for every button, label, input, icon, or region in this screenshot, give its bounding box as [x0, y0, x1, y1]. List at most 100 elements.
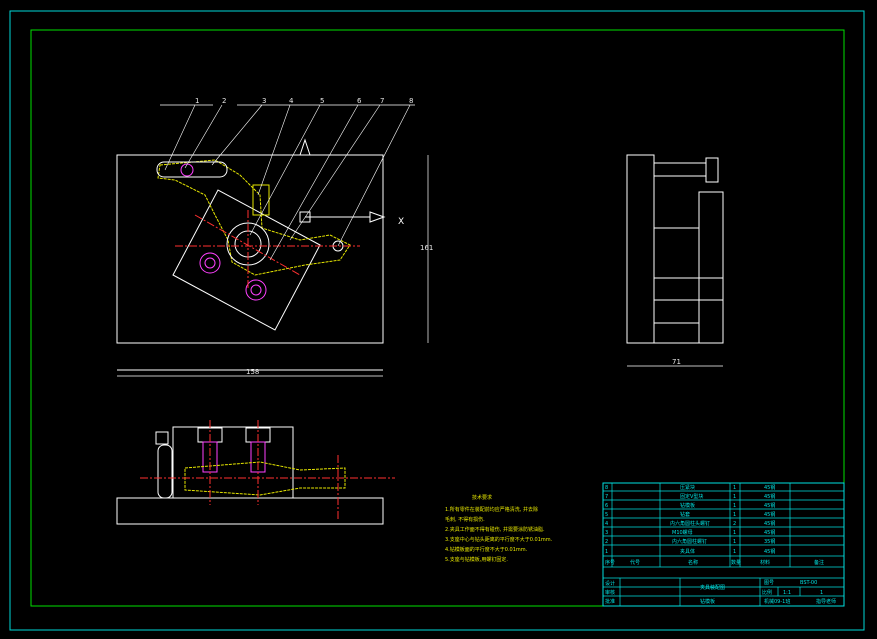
callout-3: 3 [262, 97, 266, 105]
side-plate [653, 227, 700, 324]
drill-plate [172, 189, 321, 331]
centerline-diag [194, 214, 301, 276]
callout-5: 5 [320, 97, 324, 105]
bom-mat-5: 45钢 [764, 511, 775, 518]
axis-x-label: X [398, 217, 404, 227]
tech-note-2: 2.夹具工作面不得有碰伤, 并需要涂防锈油脂. [445, 526, 545, 533]
tech-note-1b: 毛刺, 不得有损伤. [445, 516, 485, 523]
callout-8: 8 [409, 97, 413, 105]
side-body [626, 154, 655, 344]
callout-2: 2 [222, 97, 226, 105]
front-view [116, 420, 395, 525]
tech-note-5: 5.支座与钻模板,用螺钉固定. [445, 556, 508, 563]
bom-header-qty: 数量 [731, 559, 741, 566]
bom-mat-8: 45钢 [764, 484, 775, 491]
bom-name-6: 钻模板 [680, 502, 695, 509]
tech-note-3: 3.支座中心与钻头距离的平行度不大于0.01mm. [445, 536, 553, 543]
plan-view: X 158 161 [116, 138, 433, 377]
bom-no-7: 7 [605, 494, 608, 500]
axis-y-arrow [299, 138, 311, 156]
bom-qty-5: 1 [733, 512, 736, 518]
bom-mat-3: 45钢 [764, 529, 775, 536]
bom-header-remark: 备注 [814, 559, 824, 566]
inner-frame [30, 29, 845, 607]
bom-qty-7: 1 [733, 494, 736, 500]
bolt-hole-1 [199, 252, 221, 274]
bom-mat-6: 45钢 [764, 502, 775, 509]
side-view: 71 [626, 154, 724, 367]
tech-note-1: 1.所有零件在装配前均应严格清洗, 并去除 [445, 506, 538, 513]
tb-drawing-no: BST-00 [800, 580, 817, 586]
bom-name-2: 内六角圆柱螺钉 [672, 538, 707, 545]
plan-base-plate [116, 154, 384, 344]
dim-right-text: 161 [420, 244, 433, 252]
workpiece-outline [157, 159, 351, 276]
tech-notes-title: 技术要求 [472, 494, 492, 501]
callout-6: 6 [357, 97, 362, 105]
bom-name-4: 内六角圆柱头螺钉 [670, 520, 710, 527]
bom-no-3: 3 [605, 530, 608, 536]
callout-7: 7 [380, 97, 384, 105]
tb-bottom-left: 钻模板 [700, 598, 715, 605]
bom-name-5: 钻套 [680, 511, 690, 518]
tb-sheet-label: 比例 [762, 589, 772, 596]
tb-sheet-val: 1 [820, 590, 823, 596]
bom-name-3: M10螺母 [672, 529, 693, 536]
top-slot [156, 161, 228, 178]
bom-header-name: 名称 [688, 559, 698, 566]
bolt-hole-1-inner [204, 257, 216, 269]
bom-header-code: 代号 [630, 559, 640, 566]
tech-note-4: 4.钻模板面的平行度不大于0.01mm. [445, 546, 528, 553]
tb-title: 夹具装配图 [700, 584, 725, 591]
bom-name-8: 压紧块 [680, 484, 695, 491]
bom-no-2: 2 [605, 539, 608, 545]
side-block [698, 191, 724, 344]
bom-no-8: 8 [605, 485, 608, 491]
outer-frame [9, 10, 865, 631]
bom-qty-2: 1 [733, 539, 736, 545]
tb-check: 审核 [605, 589, 615, 596]
center-boss-outer [226, 222, 270, 266]
bom-name-1: 夹具体 [680, 548, 695, 555]
tb-ref: 图号 [764, 580, 774, 586]
tb-school: 机械09-1班 [764, 598, 790, 605]
bom-name-7: 固定V型块 [680, 493, 703, 500]
bom-mat-2: 35钢 [764, 538, 775, 545]
bom-mat-7: 45钢 [764, 493, 775, 500]
bom-qty-3: 1 [733, 530, 736, 536]
front-knob [155, 431, 169, 445]
bom-mat-4: 45钢 [764, 520, 775, 527]
bom-qty-8: 1 [733, 485, 736, 491]
bom-header-no: 序号 [605, 559, 615, 566]
bom-table: 8 压紧块 1 45钢 7 固定V型块 1 45钢 6 钻模板 1 45钢 5 … [602, 482, 845, 607]
tb-approve: 批准 [605, 598, 615, 605]
side-knob [705, 157, 719, 183]
tb-bottom-right: 指导老师 [816, 598, 836, 605]
bom-mat-1: 45钢 [764, 548, 775, 555]
tech-notes: 技术要求 1.所有零件在装配前均应严格清洗, 并去除 毛刺, 不得有损伤. 2.… [445, 494, 553, 563]
side-pin [653, 162, 707, 177]
tb-ratio: 1:1 [783, 590, 791, 596]
dim-bottom-text: 158 [246, 368, 259, 376]
bolt-hole-2 [245, 279, 267, 301]
bom-qty-1: 1 [733, 549, 736, 555]
bom-no-5: 5 [605, 512, 608, 518]
callouts: 1 2 3 4 5 6 7 8 [160, 97, 415, 261]
front-body [172, 426, 294, 499]
callout-1: 1 [195, 97, 199, 105]
bom-qty-4: 2 [733, 521, 736, 527]
slot-hole [180, 163, 194, 177]
front-base [116, 497, 384, 525]
bom-no-1: 1 [605, 549, 608, 555]
bom-header-material: 材料 [760, 559, 770, 566]
bolt-hole-2-inner [250, 284, 262, 296]
side-dim-text: 71 [672, 358, 681, 366]
tb-designer: 设计 [605, 580, 615, 587]
axis-x-arrow [369, 211, 386, 223]
bom-qty-6: 1 [733, 503, 736, 509]
front-post [157, 444, 173, 499]
bom-no-6: 6 [605, 503, 608, 509]
bom-no-4: 4 [605, 521, 608, 527]
callout-4: 4 [289, 97, 294, 105]
